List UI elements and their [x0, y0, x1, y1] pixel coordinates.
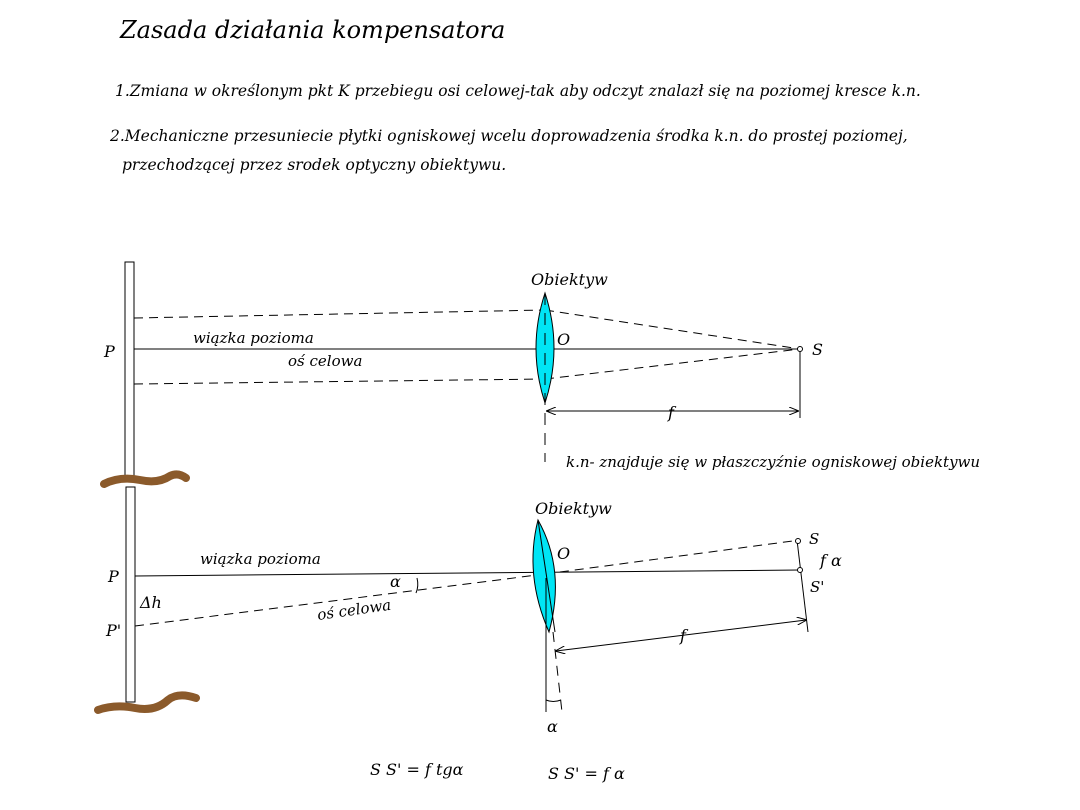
line-of-sight-label-top: oś celowa: [288, 352, 362, 370]
label-o-top: O: [557, 330, 570, 349]
bottom-diagram: Obiektyw O P P' Δh wiązka pozioma oś cel…: [94, 486, 842, 736]
tilted-line-of-sight: [134, 573, 546, 627]
alpha-label-left: α: [390, 572, 401, 591]
label-f-alpha: f α: [819, 551, 842, 570]
converging-ray-lower-top: [544, 348, 801, 380]
top-diagram: Obiektyw O P S wiązka pozioma oś celowa …: [100, 261, 980, 488]
objective-label-bottom: Obiektyw: [535, 499, 612, 518]
horizontal-beam-line-bottom: [134, 569, 801, 577]
label-p-top: P: [103, 342, 115, 361]
focal-length-label-top: f: [667, 403, 677, 422]
converging-ray-upper-top: [544, 309, 801, 350]
label-p-bottom: P: [107, 567, 119, 586]
point-2-text-line-2: przechodzącej przez srodek optyczny obie…: [122, 156, 507, 174]
ground-top: [100, 470, 190, 488]
focal-plane-note: k.n- znajduje się w płaszczyźnie ognisko…: [566, 453, 980, 471]
label-o-bottom: O: [557, 544, 570, 563]
label-s-top: S: [812, 340, 823, 359]
point-s-top: [797, 346, 803, 352]
label-s-bottom: S: [809, 530, 819, 548]
tilted-axis-extension: [552, 631, 563, 713]
label-p-prime: P': [105, 621, 121, 640]
page-title: Zasada działania kompensatora: [120, 16, 506, 44]
focal-plane-bottom: [796, 539, 809, 633]
point-1-text: 1.Zmiana w określonym pkt K przebiegu os…: [115, 82, 921, 100]
formula-tangent: S S' = f tgα: [370, 760, 464, 779]
lower-dashed-ray-top: [133, 378, 546, 385]
label-delta-h: Δh: [139, 593, 162, 612]
focal-length-label-bottom: f: [679, 626, 689, 645]
point-2-text-line-1: 2.Mechaniczne przesuniecie płytki ognisk…: [110, 127, 908, 145]
tilted-line-continuation: [544, 539, 801, 575]
alpha-arc-lens: [545, 699, 562, 702]
point-s-bottom: [795, 538, 801, 544]
alpha-arc-left: [415, 577, 419, 594]
ground-bottom: [94, 691, 200, 714]
formula-small-angle: S S' = f α: [548, 764, 625, 783]
objective-lens-top: [535, 291, 555, 405]
horizontal-beam-label-bottom: wiązka pozioma: [200, 550, 321, 568]
levelling-staff-bottom: [125, 486, 136, 703]
line-of-sight-label-bottom: oś celowa: [316, 596, 392, 624]
objective-lens-bottom: [532, 518, 556, 634]
focal-length-arrow-bottom: [556, 620, 806, 651]
tilted-lens-axis: [537, 519, 556, 633]
levelling-staff-top: [124, 261, 135, 478]
point-s-prime: [797, 567, 803, 573]
horizontal-beam-label-top: wiązka pozioma: [193, 329, 314, 347]
alpha-label-lens: α: [547, 717, 558, 736]
label-s-prime: S': [810, 578, 824, 596]
objective-label-top: Obiektyw: [531, 270, 608, 289]
upper-dashed-ray-top: [133, 309, 546, 319]
